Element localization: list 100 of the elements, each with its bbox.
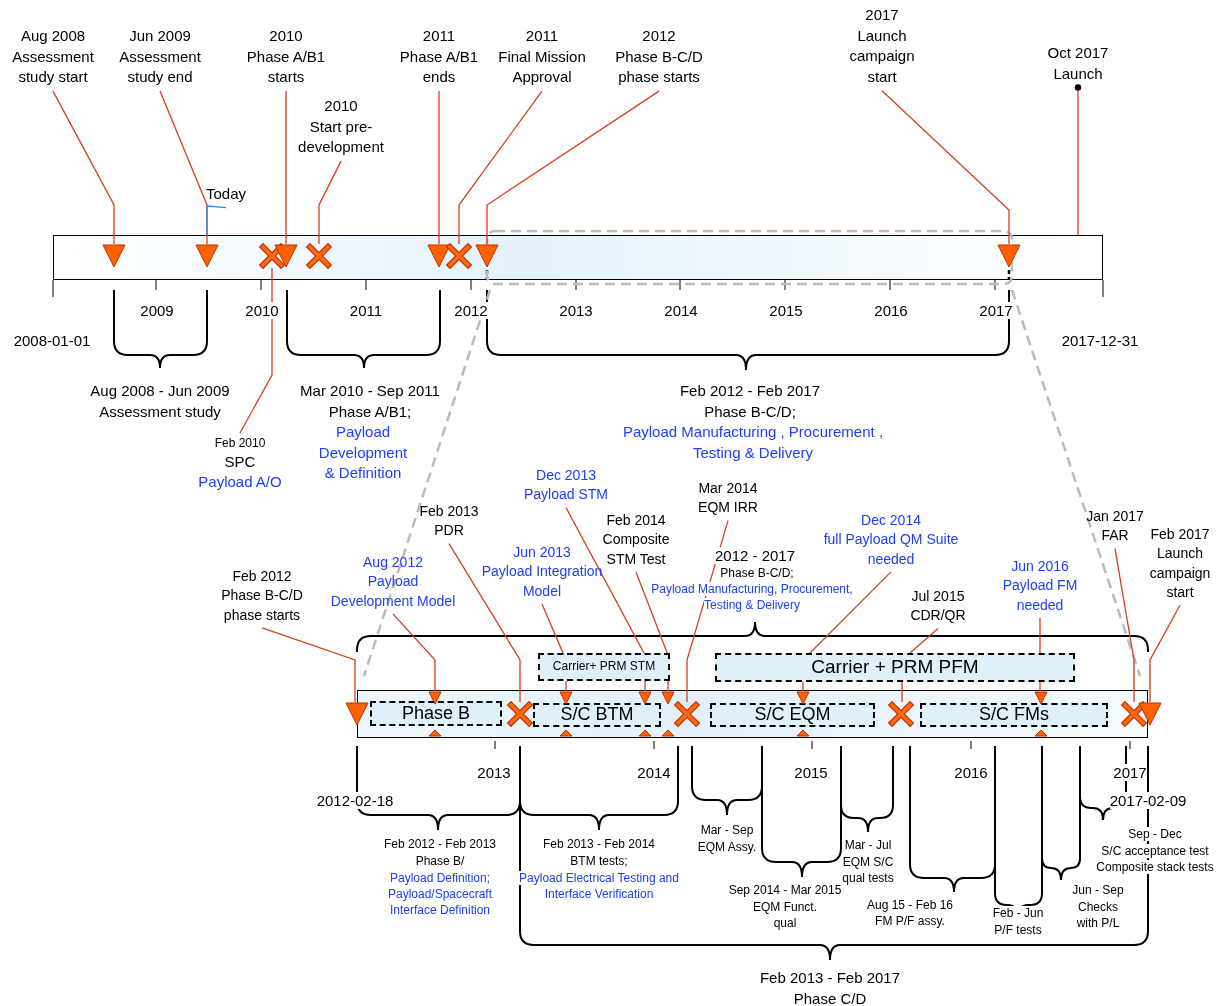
milestone-date: Jul 2015: [910, 587, 966, 606]
milestone-label: Assessment study end: [118, 46, 202, 88]
bracket-label: Payload Manufacturing, Procurement, Testing & Delivery: [650, 582, 854, 614]
milestone-date: Mar 2014: [697, 479, 759, 498]
milestone-label: Payload Integration Model: [480, 562, 604, 601]
milestone-date: Jun 2013: [512, 543, 572, 562]
milestone-triangle-icon: [796, 691, 810, 705]
axis-year-label: 2012: [453, 301, 489, 321]
milestone-cross-icon: [1122, 702, 1146, 726]
bracket-label: EQM S/C qual tests: [841, 855, 895, 887]
milestone-triangle-icon: [1138, 702, 1162, 726]
milestone-date: Jan 2017: [1085, 507, 1145, 526]
milestone-triangle-icon: [559, 691, 573, 705]
milestone-triangle-icon: [1034, 691, 1048, 705]
leader-line: [1074, 84, 1082, 236]
leader-line: [261, 627, 356, 703]
timeline-bar: [53, 235, 1103, 280]
axis-year-label: 2017: [1112, 763, 1148, 783]
phase-box: S/C EQM: [710, 703, 875, 727]
leader-line: [901, 627, 939, 703]
leader-line: [686, 519, 729, 703]
timeline-bar: [357, 690, 1148, 738]
today-label: Today: [201, 184, 251, 205]
leader-line: [635, 571, 669, 692]
milestone-cross-icon: [260, 244, 284, 268]
leader-line: [802, 571, 892, 692]
leader-line: [448, 542, 521, 703]
axis-date-label: 2012-02-18: [315, 791, 395, 811]
milestone-date: Aug 2008: [19, 26, 87, 46]
milestone-label: full Payload QM Suite needed: [822, 530, 960, 569]
milestone-label: Assessment study start: [11, 46, 95, 88]
milestone-cross-icon: [307, 244, 331, 268]
milestone-date: 2010: [323, 96, 359, 116]
milestone-cross-icon: [447, 244, 471, 268]
milestone-label: Phase A/B1 ends: [398, 46, 480, 88]
milestone-label: PDR: [433, 521, 465, 541]
milestone-date: Oct 2017: [1046, 43, 1110, 63]
leader-line: [1039, 617, 1041, 692]
milestone-date: Feb 2010: [213, 435, 267, 452]
axis-year-label: 2017: [978, 301, 1014, 321]
leader-line: [392, 613, 436, 692]
milestone-date: Aug 2012: [362, 553, 424, 572]
milestone-label: EQM IRR: [697, 498, 759, 518]
milestone-date: Feb 2014: [605, 511, 667, 530]
axis-year-label: 2010: [244, 301, 280, 321]
milestone-label: Final Mission Approval: [497, 46, 587, 88]
milestone-date: Jun 2009: [128, 26, 192, 46]
leader-line: [52, 90, 115, 245]
milestone-triangle-icon: [475, 244, 499, 268]
phase-box: Carrier + PRM PFM: [715, 653, 1075, 682]
bracket-label: FM P/F assy.: [874, 914, 946, 930]
milestone-date: 2010: [268, 26, 304, 46]
bracket-label: Mar - Sep: [699, 823, 755, 839]
milestone-label: Payload FM needed: [1001, 576, 1079, 615]
leader-line: [541, 603, 567, 692]
leader-line: [486, 90, 660, 245]
milestone-cross-icon: [508, 702, 532, 726]
bracket-label: Phase B-C/D;: [719, 566, 795, 582]
milestone-label: SPC: [223, 451, 257, 472]
milestone-cross-icon: [675, 702, 699, 726]
leader-line: [565, 506, 646, 692]
bracket-label: Sep - Dec: [1127, 827, 1183, 843]
today-line: [206, 205, 227, 236]
leader-line: [1149, 604, 1181, 703]
leader-line: [318, 160, 342, 245]
milestone-triangle-icon: [195, 244, 219, 268]
milestone-label: Launch: [1052, 63, 1104, 84]
bracket-label: Sep 2014 - Mar 2015: [727, 883, 842, 899]
milestone-triangle-icon: [661, 691, 675, 705]
milestone-label: Launch campaign start: [848, 25, 916, 88]
milestone-date: 2012: [641, 26, 677, 46]
phase-box: S/C BTM: [533, 703, 661, 727]
milestone-triangle-icon: [427, 244, 451, 268]
milestone-date: 2011: [421, 26, 457, 46]
milestone-date: 2017: [864, 5, 900, 25]
bracket-label: Aug 15 - Feb 16: [865, 898, 955, 914]
leader-line: [881, 90, 1010, 245]
phase-box: Phase B: [370, 701, 502, 726]
milestone-date: 2011: [524, 26, 560, 46]
milestone-triangle-icon: [638, 691, 652, 705]
axis-date-label: 2017-02-09: [1108, 791, 1188, 811]
bracket-label: S/C acceptance test Composite stack tests: [1095, 844, 1215, 876]
milestone-date: Feb 2017: [1149, 525, 1211, 544]
leader-line: [1114, 547, 1135, 703]
bracket-label: Jun - Sep: [1071, 883, 1125, 899]
milestone-label: Composite STM Test: [602, 530, 671, 569]
phase-box: S/C FMs: [920, 703, 1108, 727]
milestone-label: CDR/QR: [909, 606, 967, 626]
bracket-label: EQM Funct. qual: [751, 900, 818, 932]
leader-line: [438, 90, 440, 245]
milestone-date: Feb 2013: [418, 502, 480, 521]
milestone-label: Payload A/O: [197, 472, 283, 493]
milestone-triangle-icon: [428, 691, 442, 705]
bracket-label: 2012 - 2017: [713, 546, 797, 566]
milestone-triangle-icon: [345, 702, 369, 726]
milestone-triangle-icon: [997, 244, 1021, 268]
milestone-date: Feb 2012: [231, 567, 293, 586]
milestone-label: Launch campaign start: [1148, 544, 1212, 602]
bracket-label: BTM tests;: [569, 854, 629, 870]
milestone-label: Start pre-development: [297, 116, 385, 158]
